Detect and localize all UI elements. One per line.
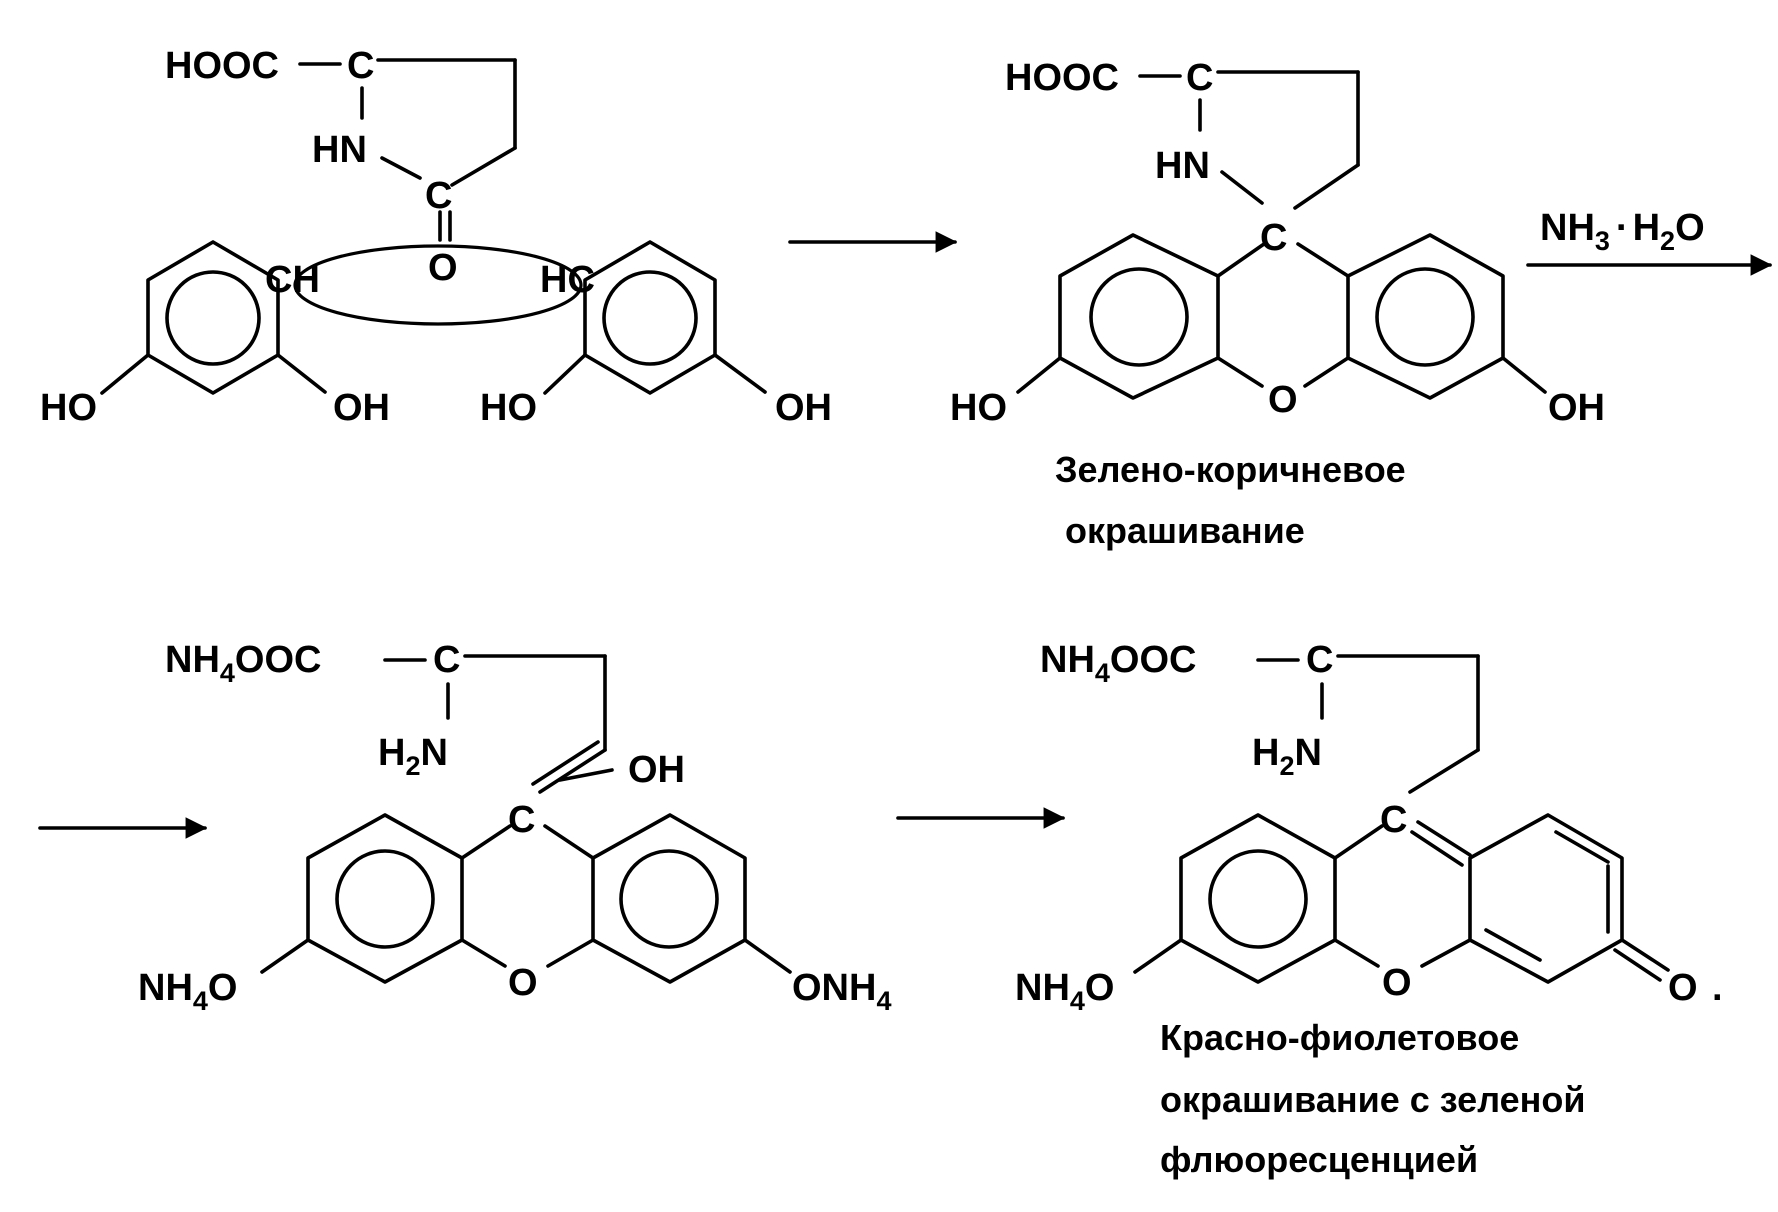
carbon-label: C (1186, 57, 1213, 99)
oxygen-label: O (1382, 962, 1412, 1004)
hooc-label: HOOC (165, 45, 279, 87)
ammonium-ester-label: NH4OOC (165, 639, 321, 688)
carbon-label: C (425, 175, 452, 217)
oh-label: OH (775, 387, 832, 429)
ch-label: CH (265, 259, 320, 301)
reactant-structure: HOOC C HN C O CH HO OH HC HO OH (40, 45, 832, 429)
intermediate-structure: HOOC C HN C O HO OH Зелено-коричневое ок… (950, 57, 1605, 551)
oh-label: OH (1548, 387, 1605, 429)
enol-structure: NH4OOC C H2N OH C O NH4O ONH4 (138, 639, 891, 1016)
ammonium-oxide-label: NH4O (138, 967, 237, 1016)
ho-label: HO (950, 387, 1007, 429)
reagent-label: NH3·H2O (1540, 207, 1705, 256)
reagent-arrow-group: NH3·H2O (1526, 207, 1773, 276)
intermediate-caption-line1: Зелено-коричневое (1055, 449, 1406, 490)
amine-label: H2N (378, 732, 448, 781)
hn-label: HN (1155, 145, 1210, 187)
product-caption-line3: флюоресценцией (1160, 1139, 1478, 1180)
oxygen-label: O (508, 962, 538, 1004)
oxygen-label: O (428, 247, 458, 289)
ho-label: HO (40, 387, 97, 429)
product-caption-line1: Красно-фиолетовое (1160, 1017, 1519, 1058)
oxygen-label: O (1668, 967, 1698, 1009)
oh-label: OH (628, 749, 685, 791)
carbon-label: C (1380, 799, 1407, 841)
ammonium-oxide-label: NH4O (1015, 967, 1114, 1016)
carbon-label: C (433, 639, 460, 681)
carbon-label: C (1306, 639, 1333, 681)
hc-label: HC (540, 259, 595, 301)
hooc-label: HOOC (1005, 57, 1119, 99)
product-caption-line2: окрашивание с зеленой (1160, 1079, 1585, 1120)
amine-label: H2N (1252, 732, 1322, 781)
end-period: . (1712, 967, 1723, 1009)
product-structure: NH4OOC C H2N C O NH4O O . Красно-фиолето… (1015, 639, 1723, 1180)
ho-label: HO (480, 387, 537, 429)
carbon-label: C (347, 45, 374, 87)
oh-label: OH (333, 387, 390, 429)
condensation-ellipse (293, 244, 583, 326)
ammonium-ester-label: NH4OOC (1040, 639, 1196, 688)
ammonium-oxide-label: ONH4 (792, 967, 891, 1016)
carbon-label: C (1260, 217, 1287, 259)
carbon-label: C (508, 799, 535, 841)
oxygen-label: O (1268, 379, 1298, 421)
hn-label: HN (312, 129, 367, 171)
intermediate-caption-line2: окрашивание (1065, 510, 1305, 551)
